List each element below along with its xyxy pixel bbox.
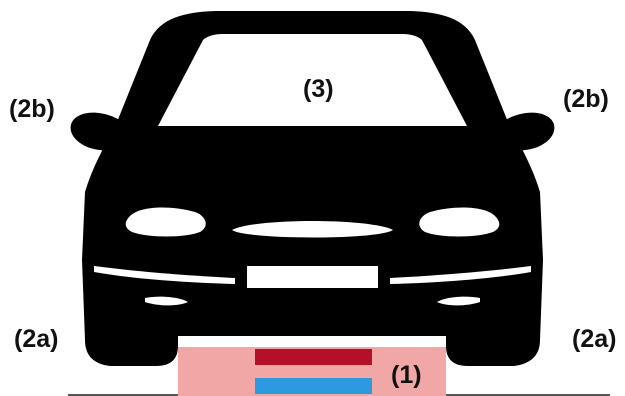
body-crease-left xyxy=(94,266,235,284)
label-mirror-right: (2b) xyxy=(563,85,609,113)
right-fog-light xyxy=(437,296,480,306)
body-crease-right xyxy=(390,266,531,284)
label-side-right: (2a) xyxy=(572,325,617,353)
grille xyxy=(232,221,393,238)
label-bumper: (1) xyxy=(391,361,422,389)
label-side-left: (2a) xyxy=(14,325,59,353)
bumper-zone-top-bar xyxy=(255,349,372,365)
label-roof: (3) xyxy=(303,75,334,103)
left-fog-light xyxy=(145,296,188,306)
label-mirror-left: (2b) xyxy=(9,95,55,123)
bumper-zone-bottom-bar xyxy=(255,378,372,394)
license-plate xyxy=(247,266,378,288)
windshield xyxy=(158,34,467,126)
right-headlight xyxy=(419,207,500,237)
left-headlight xyxy=(125,207,206,237)
